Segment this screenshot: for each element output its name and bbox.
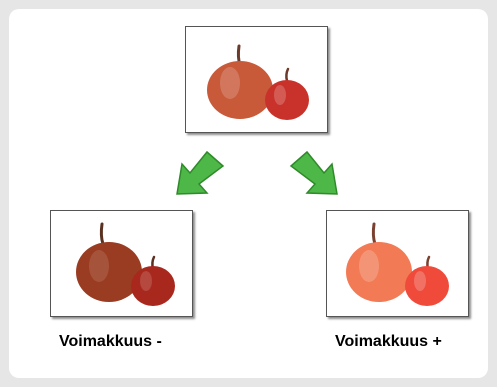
arrow-down-right-icon: [289, 150, 338, 195]
apples-original-svg: [207, 44, 309, 120]
decreased-intensity-image: [50, 210, 193, 317]
arrow-down-left-icon: [176, 150, 225, 195]
apples-less-saturated-svg: [76, 222, 175, 306]
original-image: [185, 26, 328, 133]
apple-small: [131, 255, 175, 306]
apple-big: [76, 222, 142, 302]
apples-more-saturated-svg: [346, 222, 449, 306]
increased-intensity-image: [326, 210, 469, 317]
apple-small: [265, 67, 309, 120]
apple-small: [405, 255, 449, 306]
apple-big: [207, 44, 273, 119]
increase-caption: Voimakkuus +: [335, 333, 442, 350]
apple-big: [346, 222, 412, 302]
decrease-caption: Voimakkuus -: [59, 333, 162, 350]
